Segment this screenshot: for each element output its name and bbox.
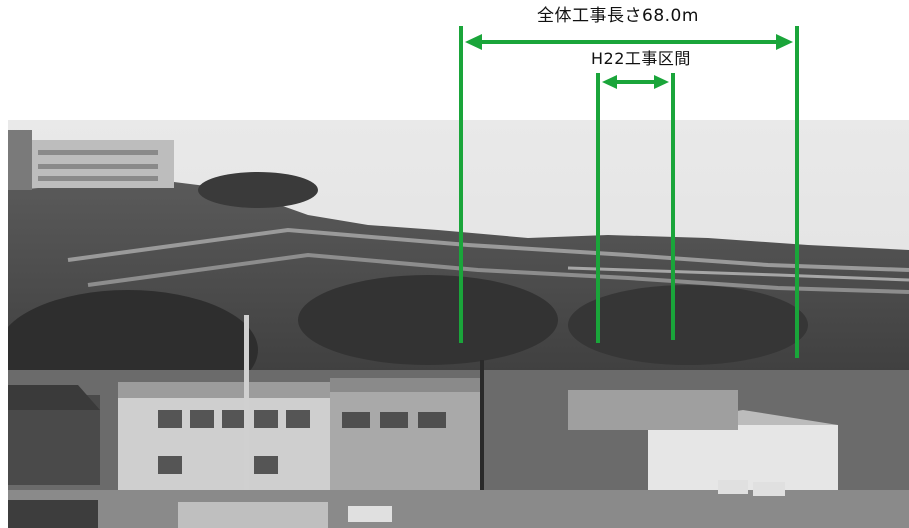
utility-pole <box>480 360 484 500</box>
truck <box>178 502 328 528</box>
tree-cluster <box>298 275 558 365</box>
car <box>718 480 748 494</box>
photo-scene <box>8 120 909 528</box>
shed <box>568 390 738 430</box>
tree-cluster <box>568 285 808 365</box>
arrowhead-right-icon <box>776 34 793 50</box>
total-length-label: 全体工事長さ68.0m <box>537 6 699 26</box>
terrace-line <box>67 227 909 272</box>
terrace-line <box>87 252 909 294</box>
tree-cluster <box>198 172 318 208</box>
car <box>753 482 785 496</box>
terrace-line <box>567 266 909 282</box>
site-photograph <box>8 120 909 528</box>
road <box>8 490 909 528</box>
arrowhead-left-icon <box>465 34 482 50</box>
hilltop-tower <box>8 130 32 190</box>
utility-pole <box>244 315 249 500</box>
arrowhead-left-icon <box>602 75 617 89</box>
grey-building <box>330 388 480 498</box>
h22-section-label: H22工事区間 <box>591 49 691 68</box>
arrowhead-right-icon <box>654 75 669 89</box>
rooftop-foreground <box>8 500 98 528</box>
car <box>348 506 392 522</box>
